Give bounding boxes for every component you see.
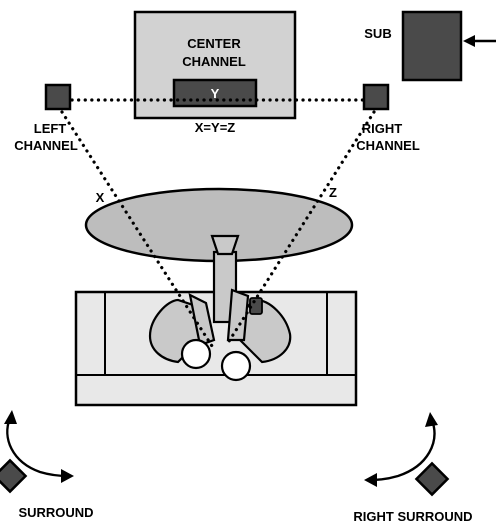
center-label-line1: CENTER — [187, 36, 241, 51]
y-label: Y — [211, 86, 220, 101]
person-head-right — [220, 350, 252, 382]
right-label-line2: CHANNEL — [356, 138, 420, 153]
left-label-line2: CHANNEL — [14, 138, 78, 153]
left-surround-speaker — [0, 458, 28, 494]
z-distance-line — [224, 110, 376, 348]
left-surround-arc — [6, 417, 69, 478]
left-surround — [0, 410, 74, 494]
x-label: X — [96, 190, 105, 205]
right-surround-label: RIGHT SURROUND — [353, 509, 472, 524]
right-surround — [364, 412, 450, 497]
equation-label: X=Y=Z — [195, 120, 236, 135]
sub-label: SUB — [364, 26, 391, 41]
people — [148, 288, 292, 382]
left-speaker — [44, 83, 72, 111]
z-label: Z — [329, 185, 337, 200]
sub-arrow-head — [463, 35, 475, 47]
x-distance-line — [60, 110, 214, 348]
right-arrow-up — [425, 412, 438, 427]
left-arrow-up — [4, 410, 17, 424]
left-arrow-right — [61, 469, 74, 483]
left-surround-label: SURROUND — [18, 505, 93, 520]
right-surround-arc — [369, 419, 436, 482]
person-head-left — [180, 338, 212, 370]
right-speaker — [362, 83, 390, 111]
right-arrow-left — [364, 473, 377, 487]
left-label-line1: LEFT — [34, 121, 67, 136]
center-speaker — [172, 78, 258, 108]
right-label-line1: RIGHT — [362, 121, 403, 136]
subwoofer — [401, 10, 463, 82]
right-surround-speaker — [414, 461, 450, 497]
center-label-line2: CHANNEL — [182, 54, 246, 69]
